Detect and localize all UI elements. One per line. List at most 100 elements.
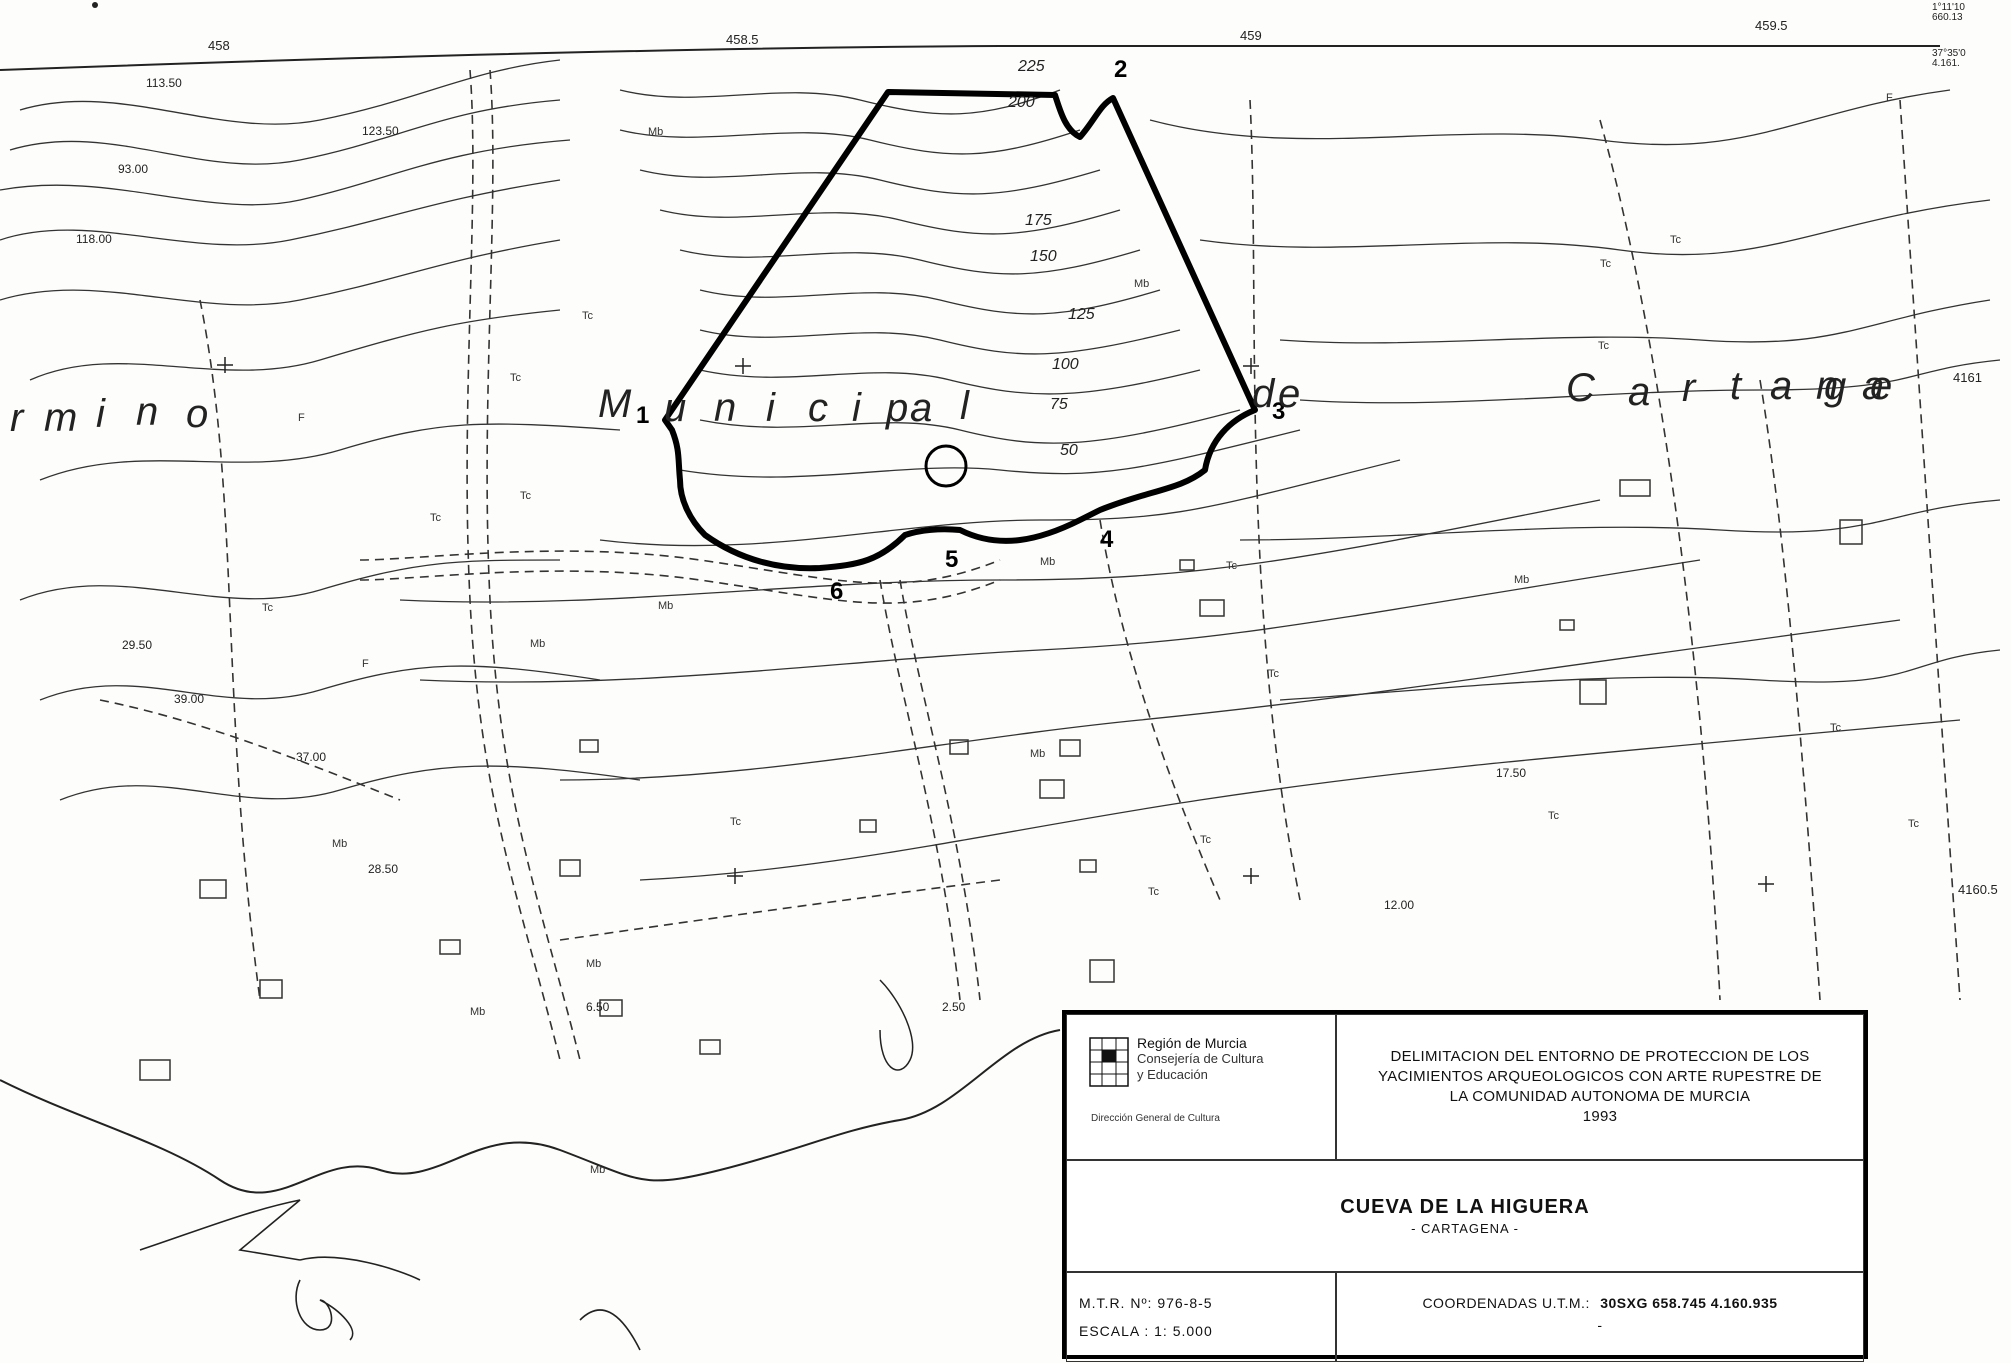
zone-label-f: F bbox=[298, 412, 305, 424]
place-name-letter: e bbox=[1870, 364, 1893, 408]
dashed-roads bbox=[99, 69, 1961, 1061]
project-year: 1993 bbox=[1582, 1108, 1618, 1125]
coordinates-label: COORDENADAS U.T.M.: bbox=[1422, 1295, 1590, 1311]
zone-label-tc: Tc bbox=[1226, 560, 1237, 572]
place-name-letter: r bbox=[10, 396, 24, 440]
place-name-letter: n bbox=[714, 386, 737, 430]
zone-label-mb: Mb bbox=[470, 1006, 486, 1018]
org-department-line2: y Educación bbox=[1137, 1067, 1208, 1082]
zone-label-f: F bbox=[1886, 92, 1893, 104]
place-name-letter: r bbox=[1682, 366, 1696, 410]
boundary-point-5: 5 bbox=[945, 546, 959, 573]
zone-label-mb: Mb bbox=[530, 638, 546, 650]
place-name-letter: t bbox=[1730, 364, 1742, 408]
place-name-letter: p bbox=[886, 386, 909, 430]
place-name-letter: e bbox=[1278, 372, 1301, 416]
site-name: CUEVA DE LA HIGUERA bbox=[1340, 1196, 1590, 1218]
zone-label-tc: Tc bbox=[1268, 668, 1279, 680]
org-logo-cell: Región de Murcia Consejería de Cultura y… bbox=[1066, 1014, 1336, 1160]
corner-coord-line1: 1°11'10 bbox=[1932, 2, 1965, 13]
zone-label-mb: Mb bbox=[1030, 748, 1046, 760]
spot-height: 6.50 bbox=[586, 1000, 610, 1014]
zone-label-mb: Mb bbox=[1040, 556, 1056, 568]
protection-boundary bbox=[662, 89, 1258, 572]
place-name-letter: u bbox=[664, 386, 687, 430]
zone-label-mb: Mb bbox=[1514, 574, 1530, 586]
spot-height: 93.00 bbox=[118, 162, 149, 176]
building-outlines bbox=[139, 479, 1863, 1081]
zone-label-mb: Mb bbox=[648, 126, 664, 138]
mtr-number: M.T.R. Nº: 976-8-5 bbox=[1079, 1295, 1213, 1311]
coordinates-sub: - bbox=[1597, 1317, 1603, 1333]
map-dot bbox=[92, 2, 98, 8]
spot-height: 2.50 bbox=[942, 1000, 966, 1014]
org-department-line1: Consejería de Cultura bbox=[1137, 1051, 1264, 1066]
corner-coord-line3: 37°35'0 bbox=[1932, 48, 1966, 59]
pencil-annotation bbox=[139, 1199, 641, 1351]
zone-label-tc: Tc bbox=[1548, 810, 1559, 822]
zone-label-tc: Tc bbox=[1908, 818, 1919, 830]
zone-label-tc: Tc bbox=[582, 310, 593, 322]
boundary-point-2: 2 bbox=[1114, 56, 1128, 83]
boundary-point-6: 6 bbox=[830, 578, 844, 605]
org-name: Región de Murcia bbox=[1137, 1035, 1247, 1051]
contour-label-225: 225 bbox=[1018, 58, 1045, 75]
site-municipality: - CARTAGENA - bbox=[1411, 1221, 1519, 1236]
place-name-letter: m bbox=[44, 396, 78, 440]
boundary-point-3: 3 bbox=[1272, 398, 1286, 425]
place-name-letter: a bbox=[1770, 364, 1793, 408]
project-title-cell: DELIMITACION DEL ENTORNO DE PROTECCION D… bbox=[1336, 1014, 1864, 1160]
spot-height: 39.00 bbox=[174, 692, 205, 706]
place-name-letter: c bbox=[808, 386, 828, 430]
place-name-letter: a bbox=[910, 386, 933, 430]
zone-label-mb: Mb bbox=[1134, 278, 1150, 290]
zone-label-tc: Tc bbox=[430, 512, 441, 524]
place-name-letter: M bbox=[598, 382, 632, 426]
place-name-letter: n bbox=[136, 390, 159, 434]
place-name-letter: o bbox=[186, 392, 209, 436]
grid-label-right-4161: 4161 bbox=[1953, 370, 1982, 385]
spot-height: 118.00 bbox=[76, 232, 112, 246]
place-name-letter: n bbox=[1816, 364, 1839, 408]
title-block: Región de Murcia Consejería de Cultura y… bbox=[1062, 1010, 1868, 1362]
place-name-letter: l bbox=[960, 384, 969, 428]
coastline bbox=[0, 1029, 1061, 1194]
corner-coord-line2: 660.13 bbox=[1932, 12, 1963, 23]
spot-height: 12.00 bbox=[1384, 898, 1415, 912]
map-scale: ESCALA : 1: 5.000 bbox=[1079, 1323, 1213, 1339]
map-sheet-cell: M.T.R. Nº: 976-8-5 ESCALA : 1: 5.000 bbox=[1066, 1272, 1336, 1362]
contour-lines bbox=[0, 59, 2001, 881]
coordinates-value: 30SXG 658.745 4.160.935 bbox=[1600, 1295, 1778, 1311]
contour-label-50: 50 bbox=[1060, 442, 1078, 459]
org-direction: Dirección General de Cultura bbox=[1091, 1113, 1220, 1124]
zone-label-tc: Tc bbox=[1148, 886, 1159, 898]
spot-height: 28.50 bbox=[368, 862, 399, 876]
zone-label-mb: Mb bbox=[332, 838, 348, 850]
boundary-point-4: 4 bbox=[1100, 526, 1114, 553]
grid-label-top-458: 458 bbox=[208, 38, 230, 53]
zone-label-tc: Tc bbox=[262, 602, 273, 614]
contour-label-150: 150 bbox=[1030, 248, 1057, 265]
corner-coord-line4: 4.161. bbox=[1932, 58, 1960, 69]
place-name-letter: i bbox=[96, 392, 105, 436]
spot-height: 123.50 bbox=[362, 124, 399, 138]
contour-label-175: 175 bbox=[1025, 212, 1052, 229]
place-name-letter: d bbox=[1252, 372, 1275, 416]
place-name-letter: g bbox=[1824, 364, 1847, 408]
contour-label-125: 125 bbox=[1068, 306, 1095, 323]
zone-label-tc: Tc bbox=[520, 490, 531, 502]
boundary-point-1: 1 bbox=[636, 402, 650, 429]
zone-label-tc: Tc bbox=[1600, 258, 1611, 270]
project-title-line2: YACIMIENTOS ARQUEOLOGICOS CON ARTE RUPES… bbox=[1378, 1068, 1822, 1085]
zone-label-tc: Tc bbox=[1830, 722, 1841, 734]
place-name-letter: a bbox=[1862, 364, 1885, 408]
contour-label-75: 75 bbox=[1050, 396, 1068, 413]
spot-height: 113.50 bbox=[146, 76, 182, 90]
zone-label-mb: Mb bbox=[590, 1164, 606, 1176]
grid-label-top-459: 459 bbox=[1240, 28, 1262, 43]
contour-label-200: 200 bbox=[1008, 94, 1035, 111]
place-name-letter: a bbox=[1628, 370, 1651, 414]
zone-label-tc: Tc bbox=[510, 372, 521, 384]
zone-label-tc: Tc bbox=[1670, 234, 1681, 246]
place-name-letter: i bbox=[766, 386, 775, 430]
